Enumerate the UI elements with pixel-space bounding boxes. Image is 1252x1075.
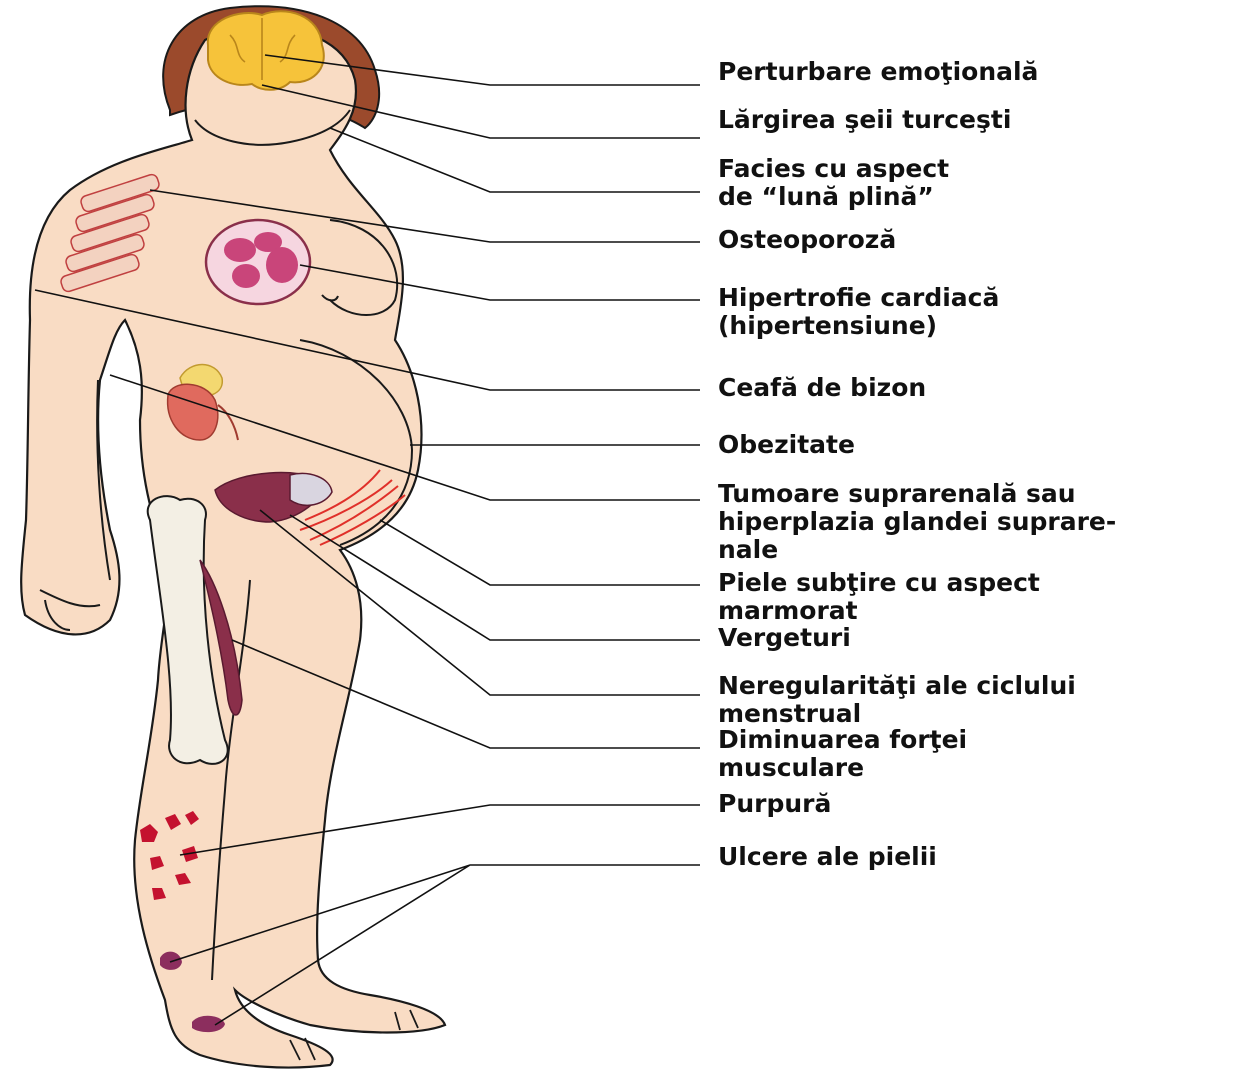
label-emotional: Perturbare emoţională [718, 58, 1038, 86]
label-skin-line: marmorat [718, 597, 1040, 625]
label-ulcers: Ulcere ale pielii [718, 843, 937, 871]
label-cardiac: Hipertrofie cardiacă(hipertensiune) [718, 284, 999, 340]
label-menstrual-line: Neregularităţi ale ciclului [718, 672, 1076, 700]
label-cardiac-line: Hipertrofie cardiacă [718, 284, 999, 312]
brain [208, 11, 324, 90]
label-moonface-line: de “lună plină” [718, 183, 949, 211]
label-sella-line: Lărgirea şeii turceşti [718, 106, 1011, 134]
label-menstrual-line: menstrual [718, 700, 1076, 728]
label-ulcers-line: Ulcere ale pielii [718, 843, 937, 871]
label-sella: Lărgirea şeii turceşti [718, 106, 1011, 134]
label-cardiac-line: (hipertensiune) [718, 312, 999, 340]
label-moonface-line: Facies cu aspect [718, 155, 949, 183]
leader-line-skin [380, 520, 700, 585]
label-obesity-line: Obezitate [718, 431, 855, 459]
label-emotional-line: Perturbare emoţională [718, 58, 1038, 86]
label-buffalo-line: Ceafă de bizon [718, 374, 926, 402]
label-osteoporosis-line: Osteoporoză [718, 226, 896, 254]
label-adrenal-line: hiperplazia glandei suprare- [718, 508, 1116, 536]
label-purpura-line: Purpură [718, 790, 831, 818]
label-striae-line: Vergeturi [718, 624, 851, 652]
body-silhouette [21, 28, 445, 1068]
label-muscle-line: Diminuarea forţei [718, 726, 967, 754]
label-osteoporosis: Osteoporoză [718, 226, 896, 254]
heart [206, 220, 310, 304]
label-obesity: Obezitate [718, 431, 855, 459]
label-adrenal-line: nale [718, 536, 1116, 564]
label-purpura: Purpură [718, 790, 831, 818]
label-striae: Vergeturi [718, 624, 851, 652]
label-muscle-line: musculare [718, 754, 967, 782]
label-adrenal-line: Tumoare suprarenală sau [718, 480, 1116, 508]
label-skin-line: Piele subţire cu aspect [718, 569, 1040, 597]
label-buffalo: Ceafă de bizon [718, 374, 926, 402]
